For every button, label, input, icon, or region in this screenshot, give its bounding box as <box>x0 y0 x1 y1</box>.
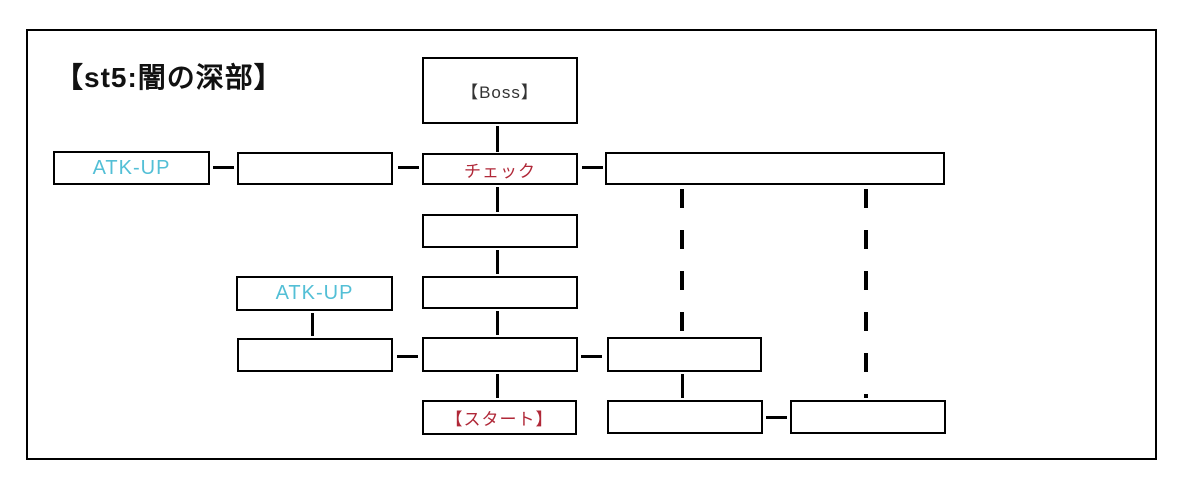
node-empty-1 <box>237 152 393 185</box>
connector-empty3-empty5 <box>496 311 499 335</box>
connector-empty5-empty6 <box>581 355 602 358</box>
connector-boss-check <box>496 126 499 152</box>
node-check: チェック <box>422 153 578 185</box>
connector-empty7-empty8 <box>766 416 787 419</box>
dashed-connector-wide-empty6 <box>680 189 684 336</box>
node-empty-3 <box>422 276 578 309</box>
node-empty-7 <box>607 400 763 434</box>
node-empty-2 <box>422 214 578 248</box>
node-empty-4 <box>237 338 393 372</box>
node-empty-8 <box>790 400 946 434</box>
stage-title: 【st5:闇の深部】 <box>55 62 283 93</box>
connector-empty2-empty3 <box>496 250 499 274</box>
node-atk-up-1: ATK-UP <box>53 151 210 185</box>
connector-check-empty2 <box>496 187 499 212</box>
node-atk-up-2: ATK-UP <box>236 276 393 311</box>
connector-empty1-check <box>398 166 419 169</box>
connector-atkup1-empty1 <box>213 166 234 169</box>
node-empty-wide <box>605 152 945 185</box>
node-empty-5 <box>422 337 578 372</box>
node-empty-6 <box>607 337 762 372</box>
connector-empty6-empty7 <box>681 374 684 398</box>
connector-empty4-empty5 <box>397 355 418 358</box>
connector-check-wide <box>582 166 603 169</box>
dashed-connector-wide-empty8 <box>864 189 868 398</box>
connector-empty5-start <box>496 374 499 398</box>
outer-frame <box>26 29 1157 460</box>
node-start: 【スタート】 <box>422 400 577 435</box>
connector-atkup2-empty4 <box>311 313 314 336</box>
node-boss: 【Boss】 <box>422 57 578 124</box>
